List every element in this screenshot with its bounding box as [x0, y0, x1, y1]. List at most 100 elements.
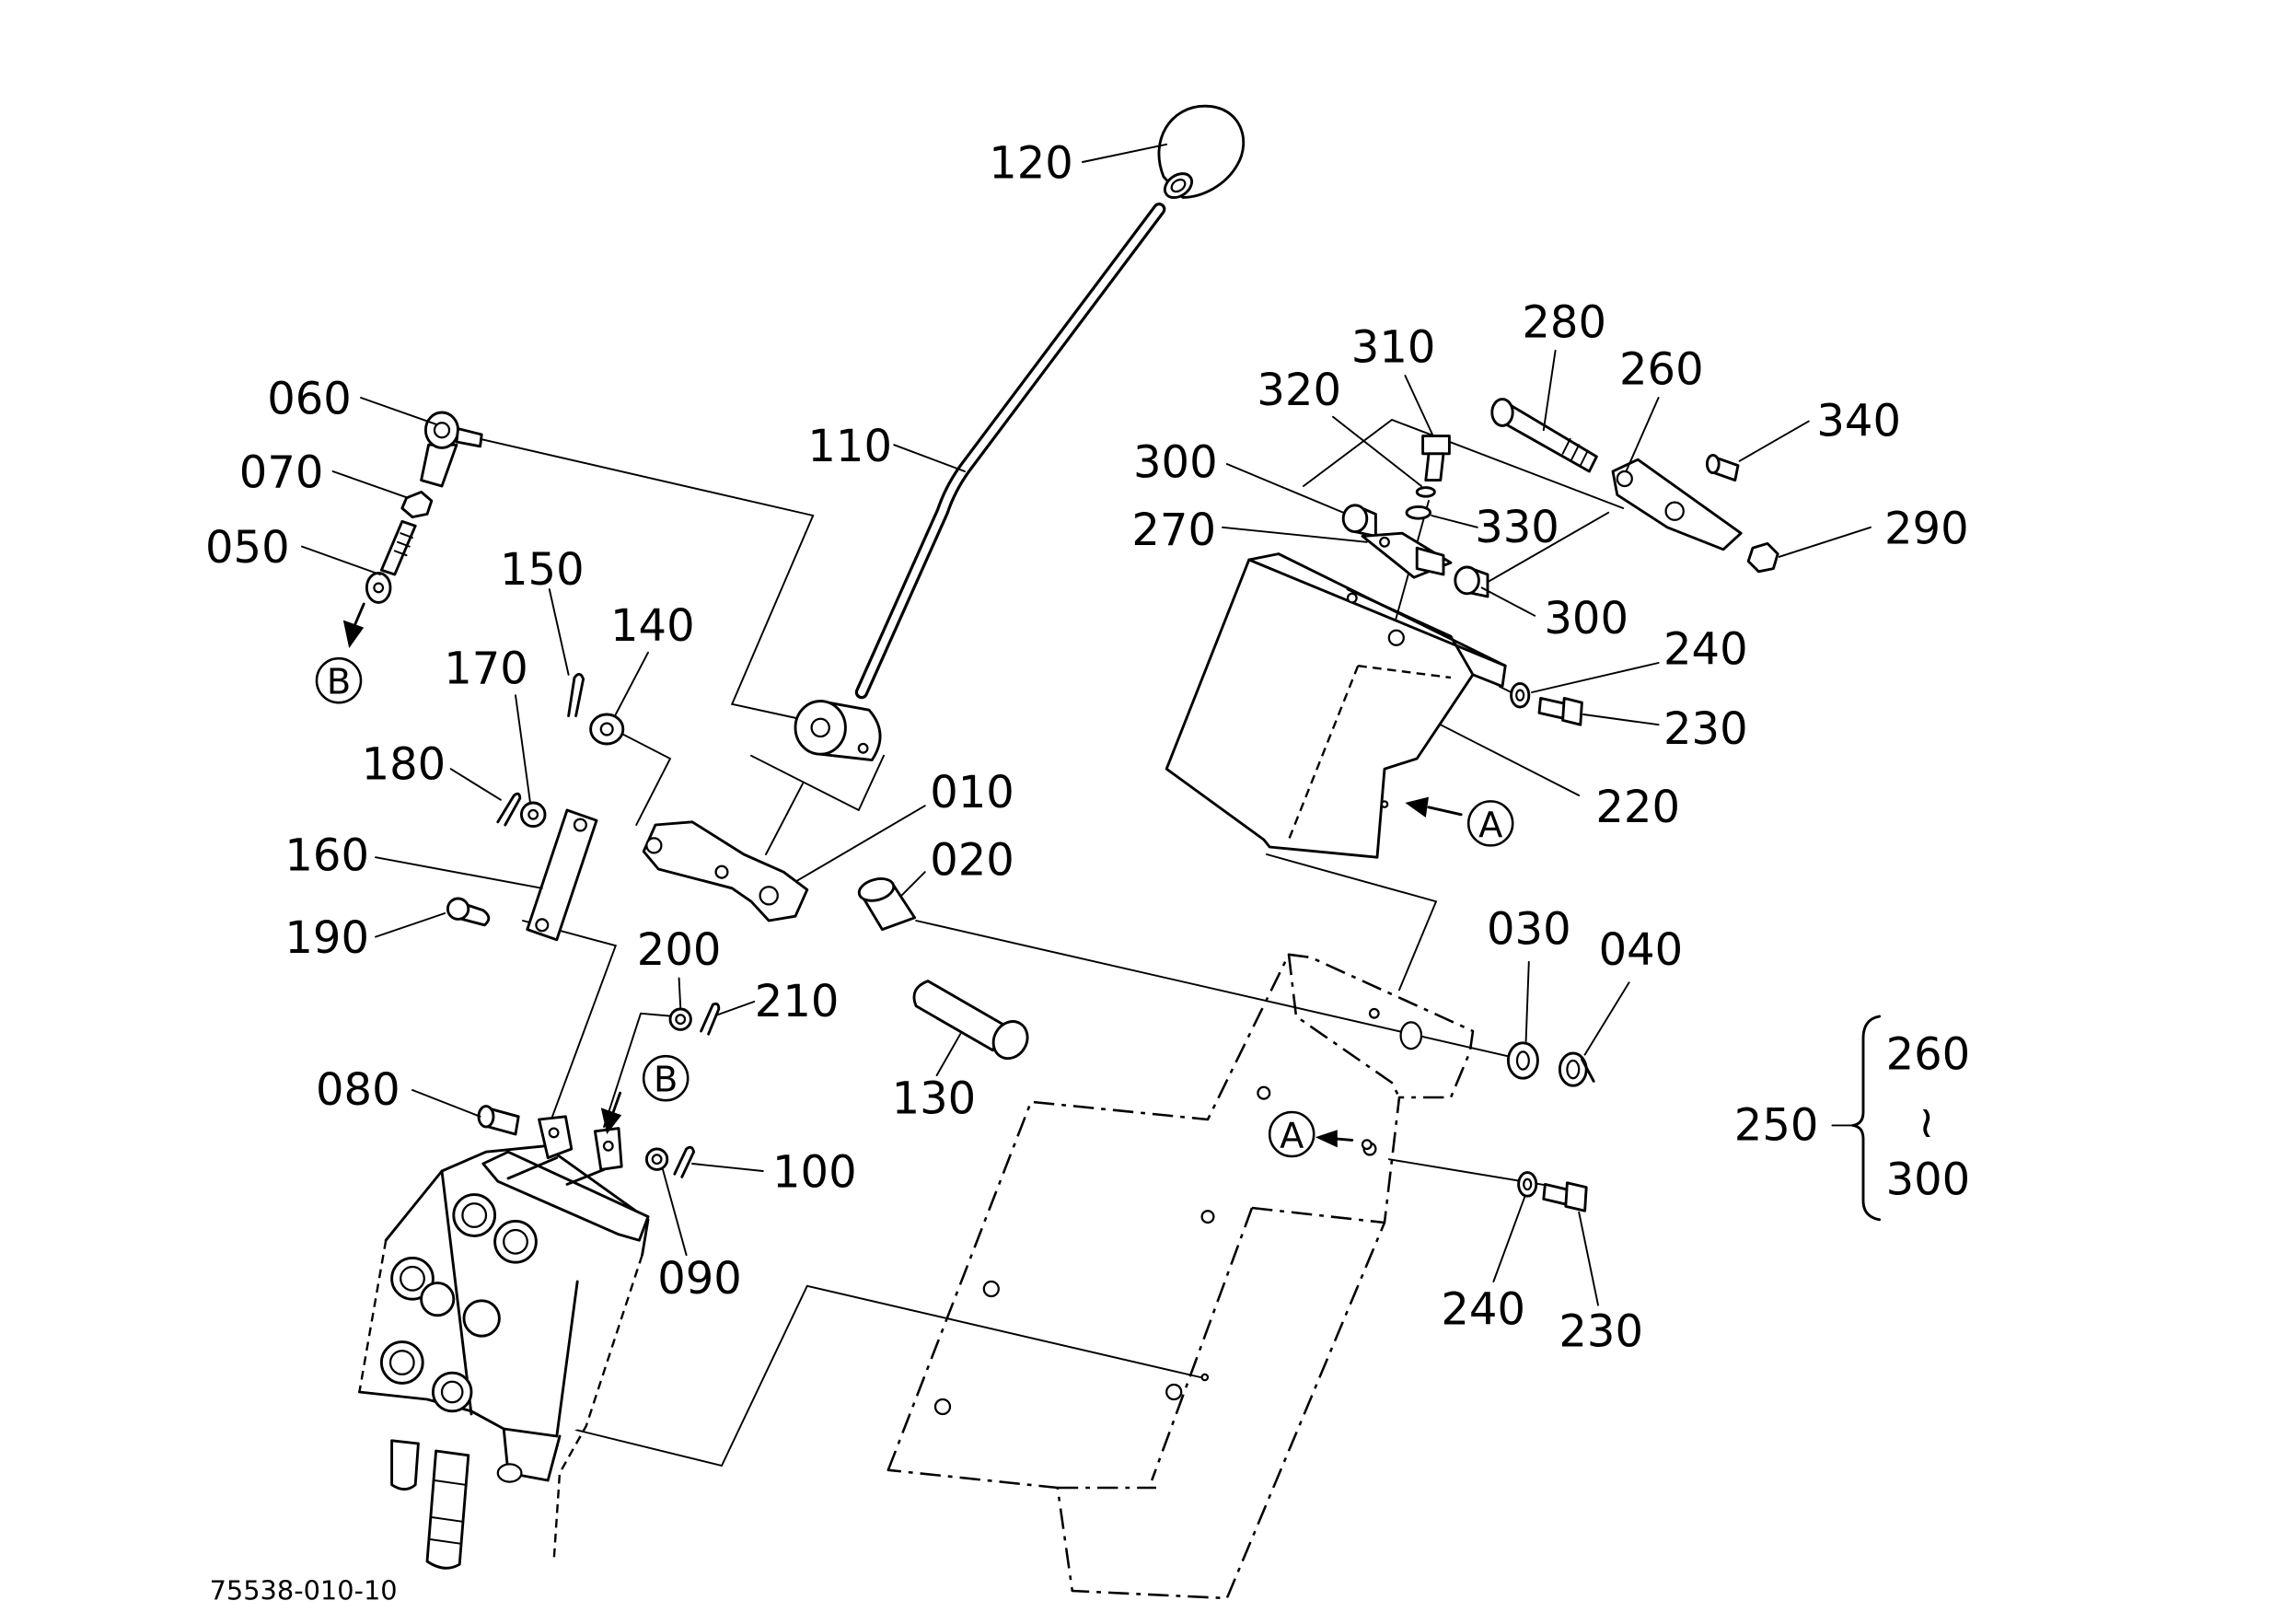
- arrow-b-lower-head: [600, 1108, 622, 1134]
- callout-340: 340: [1816, 396, 1901, 447]
- marker-b-upper-circle: [315, 656, 363, 704]
- group-number: 250: [1734, 1099, 1819, 1151]
- callout-100: 100: [772, 1147, 857, 1199]
- leader-300-left: [1225, 463, 1345, 514]
- washer-bore: [1515, 689, 1525, 702]
- assembly-line: [765, 783, 804, 855]
- callout-230-a: 230: [1663, 703, 1748, 755]
- group-range-end: 300: [1886, 1154, 1971, 1206]
- leader-270: [1222, 526, 1368, 543]
- frame-hole: [933, 1398, 952, 1416]
- washer-090: [644, 1147, 669, 1171]
- frame-hole: [1257, 1085, 1271, 1100]
- callout-230-b: 230: [1559, 1305, 1643, 1357]
- leader-130: [935, 1033, 962, 1076]
- callout-040: 040: [1599, 924, 1684, 976]
- assembly-group: 250 260 ≀ 300: [1734, 1029, 1970, 1206]
- mounting-frame: [887, 953, 1475, 1600]
- leader-290: [1778, 526, 1872, 558]
- callout-260: 260: [1619, 344, 1704, 396]
- leader-020: [900, 871, 926, 897]
- knob-bore: [1170, 178, 1187, 193]
- leader-120: [1082, 143, 1168, 163]
- rod-end-060: [420, 411, 483, 488]
- arrow-b-upper-shaft: [353, 602, 365, 626]
- leader-310: [1404, 375, 1434, 437]
- callout-210: 210: [755, 976, 840, 1027]
- leader-160: [375, 856, 543, 889]
- port-bore: [503, 1228, 528, 1255]
- callout-090: 090: [657, 1253, 742, 1305]
- bolt-230-upper: [1537, 696, 1583, 726]
- bushing-face: [1341, 504, 1369, 534]
- cover-body: [1165, 558, 1507, 859]
- spool-short: [390, 1439, 420, 1491]
- cover-hole: [1387, 629, 1405, 646]
- callout-220: 220: [1595, 782, 1680, 833]
- rod-body: [858, 205, 1164, 696]
- leader-170: [515, 694, 531, 804]
- leader-340: [1738, 420, 1810, 462]
- valve-right-edge: [552, 1254, 643, 1562]
- thread-lines: [393, 532, 413, 557]
- assembly-line: [618, 731, 672, 826]
- assembly-line: [1303, 418, 1625, 509]
- cover-hole: [1346, 592, 1358, 604]
- leader-090: [662, 1168, 688, 1257]
- callout-labels: 120 110 060 070 050 150 140 170 180 160 …: [205, 138, 1969, 1358]
- lockwasher-040: [1558, 1051, 1595, 1087]
- plate-260: [1611, 458, 1743, 551]
- leader-300-right: [1480, 586, 1536, 617]
- marker-a-upper: A: [1478, 805, 1502, 846]
- leader-110: [893, 444, 966, 472]
- callout-120: 120: [989, 138, 1073, 190]
- assembly-line: [522, 920, 618, 1118]
- callout-270: 270: [1131, 505, 1216, 556]
- pin-080: [477, 1105, 520, 1136]
- cover-hidden-edge: [1287, 665, 1452, 841]
- leader-050: [301, 545, 381, 575]
- callout-050: 050: [205, 522, 290, 574]
- washer-bore: [675, 1014, 687, 1026]
- rod-outline: [854, 203, 1166, 700]
- cotter-pin-210: [700, 1002, 721, 1036]
- marker-a-upper-circle: [1466, 800, 1514, 847]
- leader-240-upper: [1531, 662, 1660, 693]
- leader-180: [449, 768, 502, 801]
- cover-hole: [1380, 800, 1389, 808]
- frame-hole: [1200, 1373, 1210, 1382]
- washer-200: [668, 1007, 692, 1031]
- leader-080: [411, 1089, 481, 1118]
- rod-end-050: [365, 519, 417, 604]
- leader-240-lower: [1492, 1196, 1525, 1282]
- frame-hole: [1165, 1383, 1183, 1401]
- bolt-head: [1564, 1181, 1588, 1212]
- bushing-300-left: [1341, 504, 1377, 538]
- leader-210: [716, 1001, 756, 1016]
- leader-010: [795, 805, 926, 882]
- callout-240-b: 240: [1441, 1283, 1525, 1335]
- boss-hole: [810, 717, 830, 738]
- marker-a-lower: A: [1280, 1115, 1304, 1156]
- cover-top-lip: [1247, 552, 1507, 667]
- link-hole: [535, 918, 550, 933]
- bolt-head: [1490, 398, 1514, 427]
- valve-left-edge: [358, 1239, 388, 1393]
- cotter-pin-150: [567, 672, 585, 718]
- port-bore: [461, 1202, 488, 1228]
- callout-330: 330: [1475, 502, 1559, 553]
- leader-200: [678, 977, 682, 1009]
- plate-sleeve: [1415, 546, 1445, 576]
- frame-hole: [1361, 1139, 1373, 1151]
- callout-030: 030: [1487, 904, 1571, 956]
- leader-220: [1439, 724, 1581, 796]
- threaded-rod: [379, 519, 417, 576]
- leader-140: [614, 651, 649, 715]
- callout-160: 160: [284, 830, 369, 882]
- frame-hole: [982, 1280, 1000, 1298]
- valve-front-face: [357, 1169, 579, 1438]
- bolt-230-lower: [1542, 1181, 1588, 1212]
- cover-mount-flange: [1346, 587, 1475, 677]
- washer-bore: [1515, 1050, 1530, 1071]
